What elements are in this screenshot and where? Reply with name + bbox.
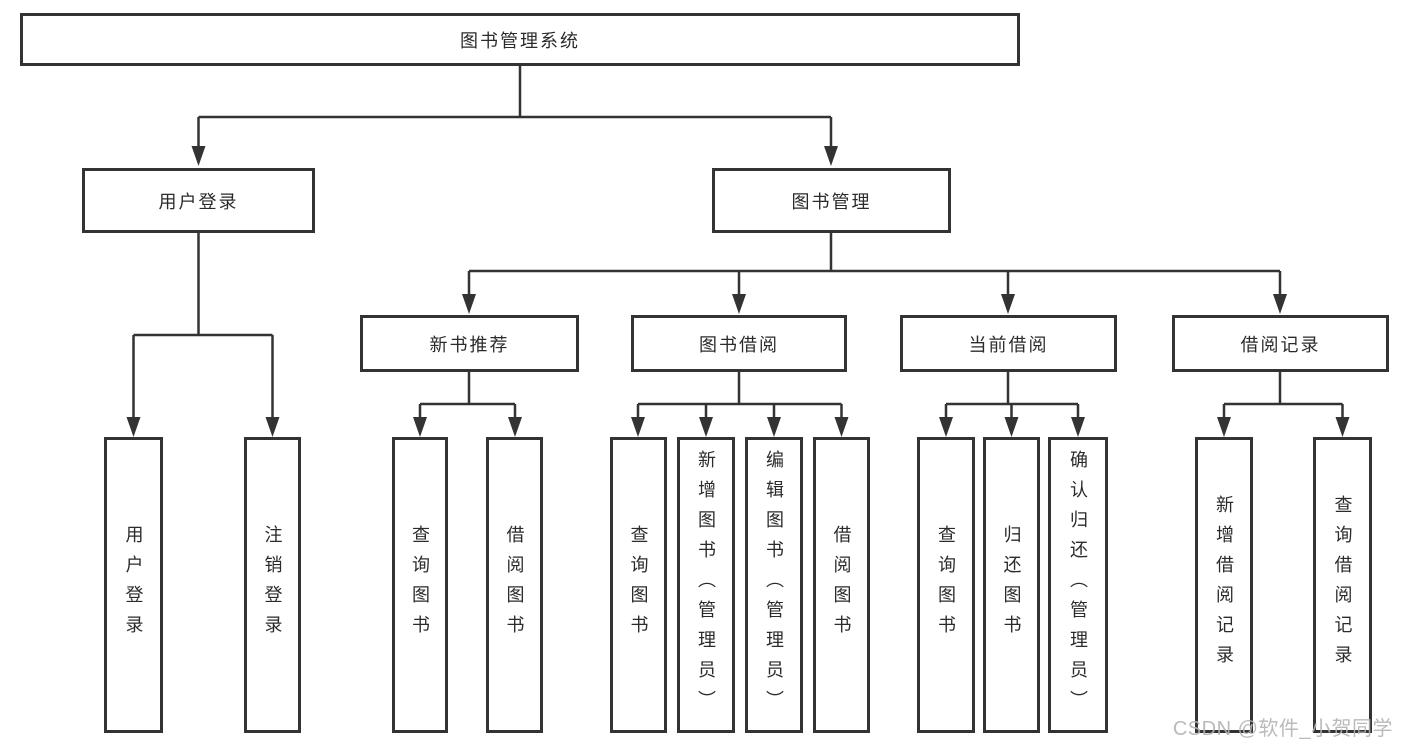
node-book-borrow: 图书借阅 bbox=[631, 315, 847, 372]
csdn-watermark: CSDN @软件_小贺同学 bbox=[1172, 718, 1393, 740]
node-user-login-branch: 用户登录 bbox=[82, 168, 315, 233]
leaf-br-add-record: 新增借阅记录 bbox=[1195, 437, 1253, 733]
arrowheads bbox=[126, 146, 1350, 437]
leaf-bb-add-book-admin: 新增图书（管理员） bbox=[677, 437, 735, 733]
node-book-management-branch: 图书管理 bbox=[712, 168, 951, 233]
leaf-cb-return-book: 归还图书 bbox=[983, 437, 1040, 733]
leaf-cb-query-book: 查询图书 bbox=[917, 437, 975, 733]
node-current-borrow: 当前借阅 bbox=[900, 315, 1117, 372]
node-new-book-recommend: 新书推荐 bbox=[360, 315, 579, 372]
node-root-system: 图书管理系统 bbox=[20, 13, 1020, 66]
leaf-br-query-record: 查询借阅记录 bbox=[1313, 437, 1372, 733]
leaf-bb-query-book: 查询图书 bbox=[610, 437, 667, 733]
leaf-nb-borrow-book: 借阅图书 bbox=[486, 437, 543, 733]
leaf-cb-confirm-return-admin: 确认归还（管理员） bbox=[1048, 437, 1108, 733]
leaf-bb-borrow-book: 借阅图书 bbox=[813, 437, 870, 733]
leaf-nb-query-book: 查询图书 bbox=[392, 437, 448, 733]
node-borrow-record: 借阅记录 bbox=[1172, 315, 1389, 372]
leaf-logout: 注销登录 bbox=[244, 437, 301, 733]
leaf-bb-edit-book-admin: 编辑图书（管理员） bbox=[745, 437, 803, 733]
leaf-user-login: 用户登录 bbox=[104, 437, 163, 733]
